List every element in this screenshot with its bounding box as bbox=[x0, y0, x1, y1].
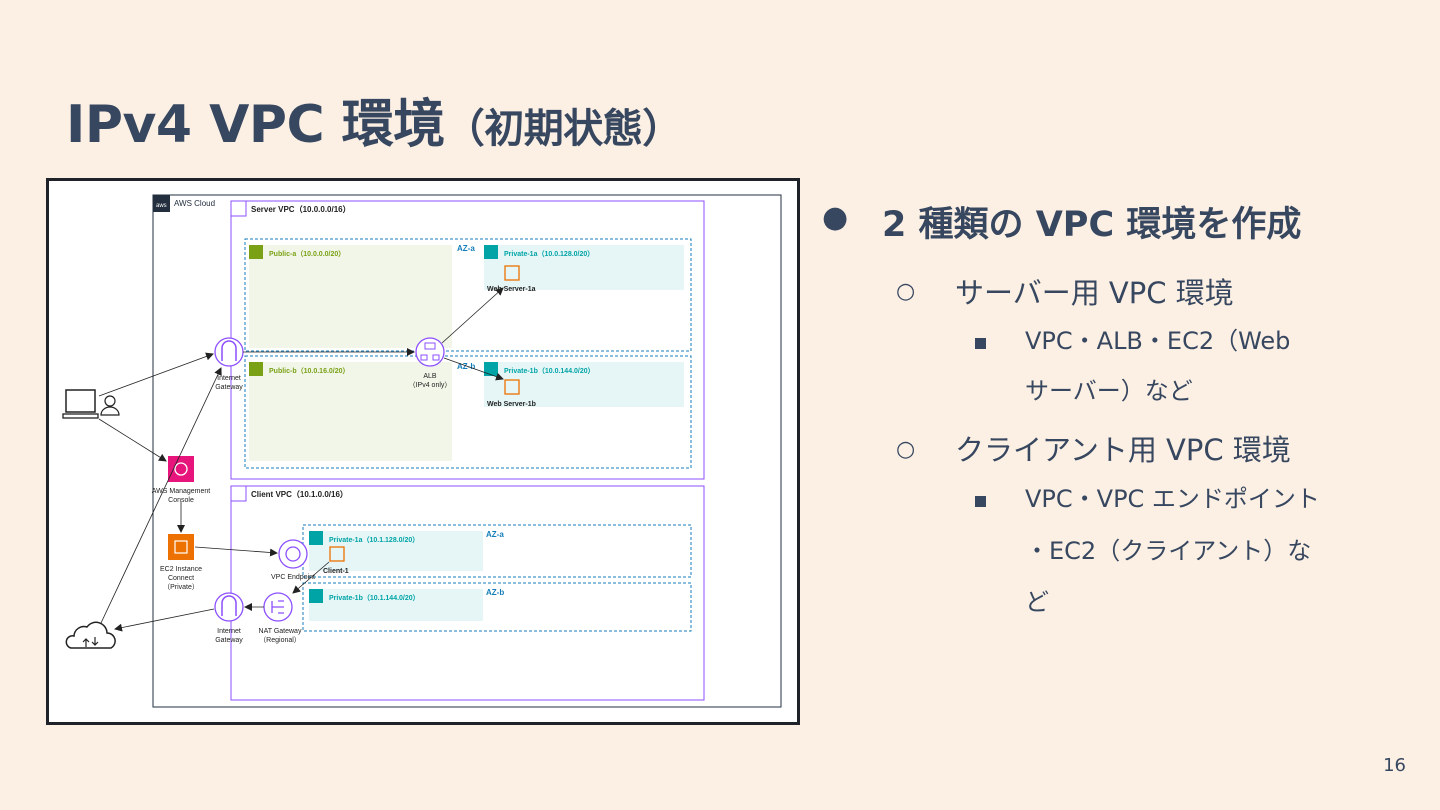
aws-cloud-label: AWS Cloud bbox=[174, 199, 215, 208]
aws-cloud-boundary bbox=[152, 194, 782, 708]
web-server-1a-label: Web Server-1a bbox=[487, 286, 536, 293]
alb-label-line1: ALB bbox=[423, 373, 437, 380]
client-az-b-boundary bbox=[302, 582, 692, 632]
vpc-endpoint-label: VPC Endpoint bbox=[271, 574, 315, 581]
public-b-subnet bbox=[249, 362, 452, 461]
alb-icon bbox=[415, 337, 445, 367]
bullet-level3-server-line1: VPC・ALB・EC2（Web bbox=[1025, 327, 1291, 355]
server-internet-gateway-icon bbox=[214, 337, 244, 367]
public-b-lock-icon bbox=[249, 362, 263, 376]
private-1b-server-subnet bbox=[484, 362, 684, 407]
bullet-marker-level3 bbox=[975, 496, 986, 507]
bullet-marker-level2: ○ bbox=[896, 279, 916, 304]
alb-label-line2: （IPv4 only） bbox=[409, 381, 452, 389]
server-vpc-label: Server VPC（10.0.0.0/16） bbox=[251, 204, 351, 214]
client-igw-label-line2: Gateway bbox=[215, 637, 243, 644]
client-vpc-label: Client VPC（10.1.0.0/16） bbox=[251, 489, 348, 499]
web-server-1a-ec2-icon bbox=[504, 265, 520, 281]
connection-lines bbox=[98, 287, 504, 632]
client-az-b-label: AZ-b bbox=[486, 588, 504, 597]
bullet-marker-level2: ○ bbox=[896, 437, 916, 462]
eic-label-line1: EC2 Instance bbox=[160, 566, 202, 573]
eic-label-line3: （Private） bbox=[163, 583, 199, 591]
architecture-diagram-svg: aws AWS Cloud Server VPC（10.0.0.0/16） AZ… bbox=[62, 194, 782, 708]
bullet-marker-level1: ● bbox=[822, 200, 849, 235]
private-1b-server-label: Private-1b（10.0.144.0/20） bbox=[504, 367, 595, 375]
server-vpc-icon bbox=[230, 200, 247, 217]
client-vpc-icon bbox=[230, 485, 247, 502]
bullet-marker-level3 bbox=[975, 338, 986, 349]
page-number: 16 bbox=[1383, 755, 1406, 776]
bullet-level3-client-line2: ・EC2（クライアント）な bbox=[1025, 537, 1312, 565]
private-1a-server-lock-icon bbox=[484, 245, 498, 259]
ec2-instance-connect-icon bbox=[168, 534, 194, 560]
slide-title-sub: （初期状態） bbox=[444, 106, 683, 152]
server-igw-label-line1: Internet bbox=[217, 375, 241, 382]
bullet-level3-client-line1: VPC・VPC エンドポイント bbox=[1025, 485, 1320, 513]
aws-logo-icon bbox=[153, 195, 170, 212]
svg-text:aws: aws bbox=[156, 203, 167, 209]
bullet-level2-client: クライアント用 VPC 環境 bbox=[955, 433, 1291, 467]
web-server-1b-label: Web Server-1b bbox=[487, 401, 536, 408]
slide-title: IPv4 VPC 環境（初期状態） bbox=[66, 82, 682, 157]
console-label-line1: AWS Management bbox=[152, 488, 211, 495]
private-1a-client-subnet bbox=[309, 531, 483, 571]
nat-gateway-label-line1: NAT Gateway bbox=[259, 628, 302, 635]
bullet-level1: 2 種類の VPC 環境を作成 bbox=[882, 205, 1302, 245]
bullet-level3-server-line2: サーバー）など bbox=[1025, 377, 1193, 405]
laptop-user-icon bbox=[62, 389, 120, 419]
vpc-endpoint-icon bbox=[278, 539, 308, 569]
server-az-b-boundary bbox=[244, 355, 692, 469]
server-az-a-label: AZ-a bbox=[457, 244, 475, 253]
server-az-a-boundary bbox=[244, 238, 692, 352]
public-a-label: Public-a（10.0.0.0/20） bbox=[269, 250, 345, 258]
console-label-line2: Console bbox=[168, 497, 194, 504]
client-1-label: Client-1 bbox=[323, 568, 349, 575]
private-1b-client-label: Private-1b（10.1.144.0/20） bbox=[329, 594, 420, 602]
private-1b-client-lock-icon bbox=[309, 589, 323, 603]
web-server-1b-ec2-icon bbox=[504, 379, 520, 395]
internet-cloud-icon bbox=[65, 621, 116, 649]
nat-gateway-label-line2: （Regional） bbox=[259, 636, 301, 644]
private-1a-client-lock-icon bbox=[309, 531, 323, 545]
management-console-icon bbox=[168, 456, 194, 482]
private-1b-server-lock-icon bbox=[484, 362, 498, 376]
public-a-subnet bbox=[249, 245, 452, 348]
bullet-level3-client-line3: ど bbox=[1025, 588, 1049, 616]
private-1a-server-label: Private-1a（10.0.128.0/20） bbox=[504, 250, 594, 258]
slide-title-main: IPv4 VPC 環境 bbox=[66, 95, 445, 155]
server-az-b-label: AZ-b bbox=[457, 362, 475, 371]
private-1a-server-subnet bbox=[484, 245, 684, 290]
architecture-diagram: aws AWS Cloud Server VPC（10.0.0.0/16） AZ… bbox=[46, 178, 800, 725]
private-1a-client-label: Private-1a（10.1.128.0/20） bbox=[329, 536, 419, 544]
public-b-label: Public-b（10.0.16.0/20） bbox=[269, 367, 350, 375]
server-igw-label-line2: Gateway bbox=[215, 384, 243, 391]
private-1b-client-subnet bbox=[309, 589, 483, 621]
client-igw-label-line1: Internet bbox=[217, 628, 241, 635]
bullet-level2-server: サーバー用 VPC 環境 bbox=[955, 276, 1234, 310]
client-internet-gateway-icon bbox=[214, 592, 244, 622]
client-1-ec2-icon bbox=[329, 546, 345, 562]
client-az-a-label: AZ-a bbox=[486, 530, 504, 539]
public-a-lock-icon bbox=[249, 245, 263, 259]
eic-label-line2: Connect bbox=[168, 575, 194, 582]
